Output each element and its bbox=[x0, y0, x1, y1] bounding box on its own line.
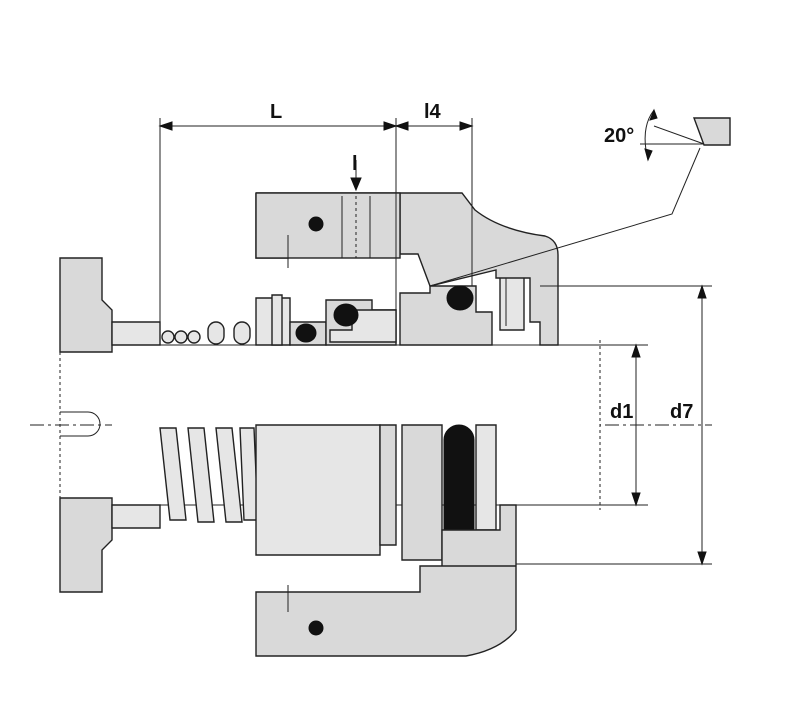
dimension-l4: l4 bbox=[394, 101, 474, 286]
o-ring-rotating-top bbox=[333, 303, 359, 327]
angle-label: 20° bbox=[604, 125, 634, 147]
dimension-d1-label: d1 bbox=[610, 401, 633, 423]
spring-coils-bottom bbox=[159, 427, 259, 528]
drive-collar-bottom bbox=[59, 497, 161, 593]
dimension-l4-label: l4 bbox=[424, 101, 442, 123]
dimension-L: L bbox=[158, 101, 398, 345]
o-ring-gland-top bbox=[308, 216, 324, 232]
stationary-seat-top bbox=[399, 273, 525, 346]
dimension-d7: d7 bbox=[516, 284, 712, 566]
dimension-L-label: L bbox=[270, 101, 282, 123]
gland-housing-top bbox=[255, 192, 559, 346]
dimension-l: l bbox=[350, 153, 362, 192]
chamfer-detail: 20° bbox=[604, 108, 731, 162]
rotating-ring-top bbox=[255, 294, 397, 346]
anti-rotation-pin bbox=[499, 273, 525, 331]
o-ring-spring-top bbox=[295, 323, 317, 343]
detail-leader bbox=[429, 147, 701, 287]
dimension-d7-label: d7 bbox=[670, 401, 693, 423]
gland-housing-bottom bbox=[255, 504, 517, 657]
dimension-l-label: l bbox=[352, 153, 358, 175]
drive-collar-top bbox=[59, 257, 161, 353]
o-ring-seat-top bbox=[446, 285, 474, 311]
dimension-d1: d1 bbox=[600, 343, 648, 507]
set-screw-slot bbox=[60, 411, 101, 437]
rotating-ring-bottom bbox=[255, 424, 397, 556]
o-ring-gland-bottom bbox=[308, 620, 324, 636]
